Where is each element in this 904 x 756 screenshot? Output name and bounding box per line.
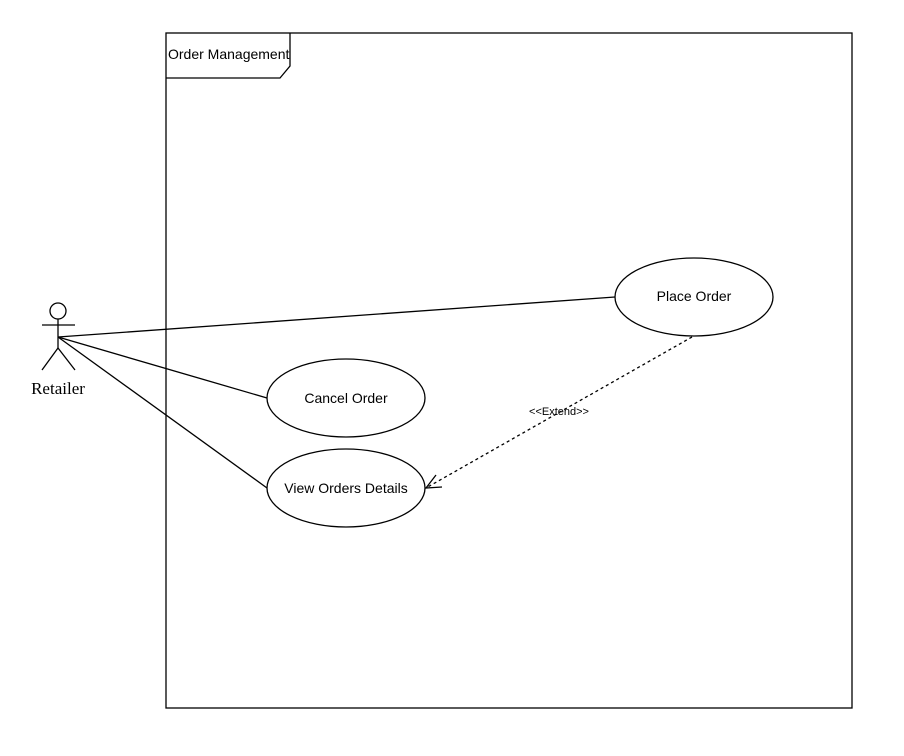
system-boundary-label: Order Management [168, 46, 290, 62]
use-case-cancel-order-shape [266, 358, 426, 438]
use-case-view-orders-details[interactable]: View Orders Details [266, 448, 426, 528]
use-case-cancel-order-label: Cancel Order [304, 390, 388, 406]
use-case-view-orders-details-shape [266, 448, 426, 528]
use-case-cancel-order[interactable]: Cancel Order [266, 358, 426, 438]
stick-figure-icon [41, 302, 76, 371]
actor-label: Retailer [31, 379, 85, 398]
system-boundary-frame [165, 32, 853, 709]
use-case-view-orders-details-label: View Orders Details [284, 480, 407, 496]
extend-label: <<Extend>> [529, 406, 589, 418]
association-cancel-order[interactable] [57, 336, 268, 399]
system-boundary-tab [166, 33, 291, 79]
use-case-place-order-shape [614, 257, 774, 337]
association-place-order[interactable] [57, 296, 616, 338]
use-case-place-order-label: Place Order [657, 288, 732, 304]
system-boundary[interactable]: Order Management [165, 32, 853, 709]
extend-arrowhead [424, 474, 443, 489]
extend-relation[interactable]: <<Extend>> [424, 336, 693, 489]
actor-retailer[interactable]: Retailer [31, 302, 85, 398]
use-case-place-order[interactable]: Place Order [614, 257, 774, 337]
association-view-orders-details[interactable] [57, 336, 268, 489]
extend-line [425, 336, 693, 489]
